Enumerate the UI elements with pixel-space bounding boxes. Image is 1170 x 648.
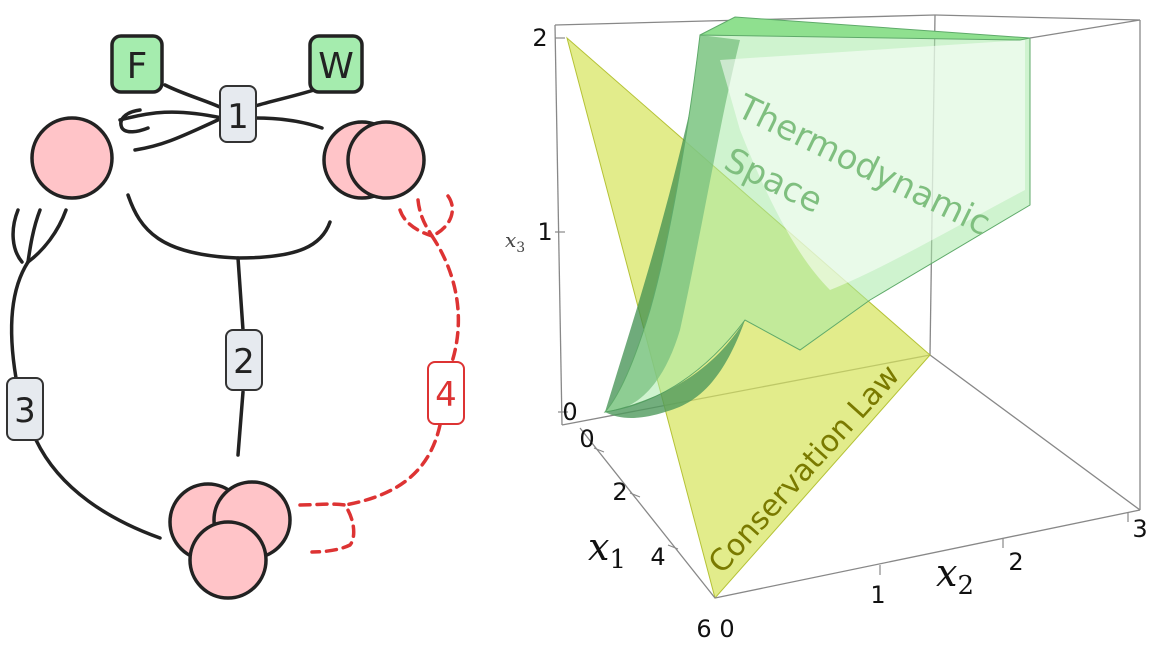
x2-tick-3: 3	[1132, 515, 1147, 543]
reaction-1-text: 1	[227, 97, 249, 137]
x3-tick-1: 1	[537, 218, 552, 246]
x1-tick-0: 0	[579, 425, 594, 453]
r3-fork-2	[26, 208, 42, 264]
x2-tick-0: 0	[719, 615, 734, 643]
r2-arc	[126, 193, 332, 260]
r4-hook-b	[416, 198, 434, 238]
plot-3d: 2 1 0 0 2 4 6 0 1 2 3 x3 x1 x2 Thermodyn…	[505, 14, 1148, 643]
reaction-2-text: 2	[233, 342, 255, 382]
x1-tick-2: 2	[612, 478, 627, 506]
species	[30, 116, 426, 600]
r4-hook-end	[298, 502, 356, 554]
box-front-edges	[579, 19, 1141, 599]
species-single	[30, 116, 114, 200]
r2-stem-top	[236, 256, 245, 332]
axis-label-x3: x3	[505, 228, 525, 256]
reaction-label-3: 3	[6, 377, 44, 441]
x1-tick-4: 4	[650, 543, 665, 571]
reaction-label-2: 2	[225, 329, 263, 391]
reaction-network	[9, 83, 332, 540]
food-node: F	[110, 34, 164, 94]
x3-tick-2: 2	[532, 24, 547, 52]
reaction-3-text: 3	[14, 391, 36, 431]
r1-arm-left-bot	[133, 116, 224, 152]
food-label: F	[127, 46, 148, 87]
reaction-label-4: 4	[427, 361, 465, 425]
r1-hook	[119, 108, 150, 134]
reaction-4-broken	[298, 194, 461, 554]
r4-hook-c	[430, 194, 454, 238]
x2-tick-2: 2	[1008, 548, 1023, 576]
r4-hook-a	[398, 208, 434, 238]
species-dimer-front	[346, 120, 426, 200]
r3-arc-bot	[34, 438, 162, 540]
r3-fork-3	[26, 208, 68, 264]
waste-node: W	[308, 34, 364, 94]
species-trimer-c	[188, 520, 268, 600]
r1-arm-left-top	[118, 110, 224, 122]
reaction-4-text: 4	[435, 375, 457, 415]
waste-label: W	[318, 46, 354, 87]
r4-arc-top	[430, 234, 461, 364]
r1-arm-food	[163, 83, 224, 110]
r3-arc-top	[9, 260, 30, 380]
x1-tick-6: 6	[696, 615, 711, 643]
r4-arc-bot	[343, 423, 442, 507]
x2-tick-1: 1	[870, 581, 885, 609]
thermo-highlight	[720, 40, 1025, 290]
ticks	[555, 37, 1129, 575]
axis-label-x1: x1	[588, 525, 626, 575]
reaction-label-1: 1	[219, 85, 257, 143]
r1-arm-right	[253, 116, 324, 130]
thermo-bottom-lip	[605, 320, 745, 418]
x3-tick-0: 0	[562, 398, 577, 426]
r2-stem-bot	[236, 390, 245, 457]
r1-arm-waste	[253, 86, 322, 108]
axis-label-x2: x2	[936, 551, 974, 601]
r3-fork-1	[11, 208, 24, 264]
